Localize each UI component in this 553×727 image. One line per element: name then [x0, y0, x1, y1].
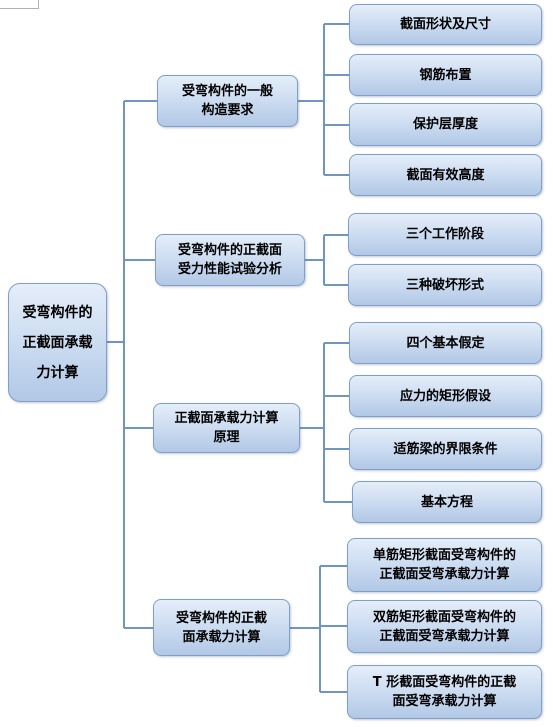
leaf-node: 钢筋布置 [349, 54, 542, 96]
branch-node-general-requirements: 受弯构件的一般 构造要求 [157, 75, 298, 127]
leaf-node: 三种破坏形式 [348, 264, 542, 306]
leaf-node: 双筋矩形截面受弯构件的 正截面受弯承载力计算 [347, 600, 542, 653]
branch-node-capacity-calculation: 受弯构件的正截 面承载力计算 [153, 599, 290, 656]
branch-node-test-analysis: 受弯构件的正截面 受力性能试验分析 [155, 234, 305, 286]
leaf-node: 三个工作阶段 [348, 213, 542, 256]
leaf-node: 截面有效高度 [349, 154, 542, 196]
leaf-node: T 形截面受弯构件的正截 面受弯承载力计算 [347, 665, 542, 719]
leaf-node: 适筋梁的界限条件 [349, 428, 542, 470]
leaf-node: 基本方程 [352, 481, 542, 523]
page-corner-mark [0, 0, 39, 9]
root-node: 受弯构件的 正截面承载 力计算 [8, 283, 107, 402]
leaf-node: 保护层厚度 [349, 103, 542, 146]
leaf-node: 单筋矩形截面受弯构件的 正截面受弯承载力计算 [347, 538, 542, 592]
branch-node-calculation-principle: 正截面承载力计算 原理 [153, 403, 300, 453]
leaf-node: 四个基本假定 [349, 322, 542, 364]
leaf-node: 截面形状及尺寸 [349, 4, 542, 45]
leaf-node: 应力的矩形假设 [349, 375, 542, 417]
